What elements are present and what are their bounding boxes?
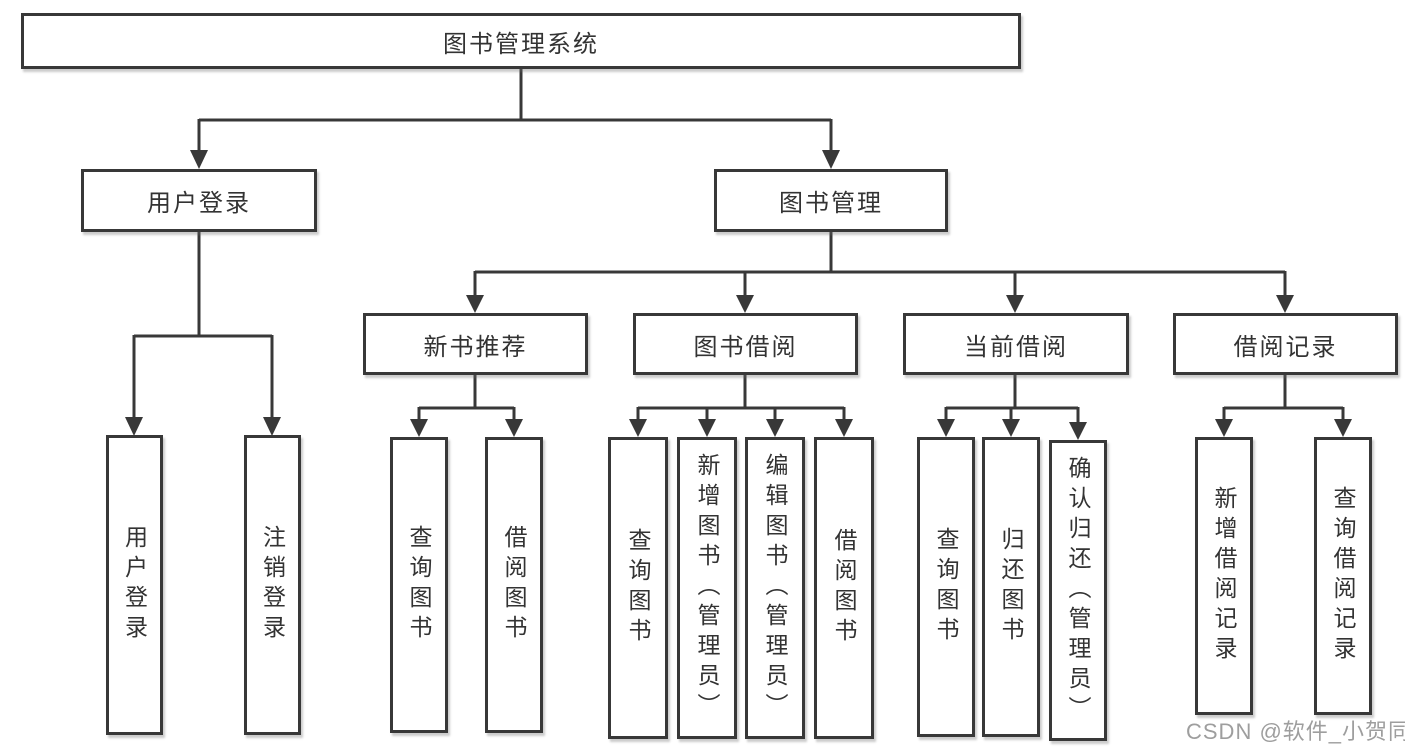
connector-line	[132, 232, 274, 418]
leaf-query-books-recommend: 查询图书	[390, 437, 448, 733]
node-borrow-records: 借阅记录	[1173, 313, 1398, 375]
leaf-query-books-borrow: 查询图书	[608, 437, 668, 739]
node-book-management: 图书管理	[714, 169, 948, 232]
arrow-down-icon	[1006, 295, 1024, 313]
leaf-borrow-books-recommend: 借阅图书	[485, 437, 543, 733]
leaf-add-book-admin: 新增图书（管理员）	[677, 437, 737, 739]
leaf-add-borrow-record: 新增借阅记录	[1195, 437, 1253, 715]
connector-new-book-section	[410, 375, 523, 437]
connector-line	[1222, 375, 1345, 420]
arrow-down-icon	[1215, 419, 1233, 437]
arrow-down-icon	[736, 295, 754, 313]
connector-borrow-records-section	[1215, 375, 1352, 437]
connector-book-borrow-section	[629, 375, 853, 437]
arrow-down-icon	[410, 419, 428, 437]
arrow-down-icon	[822, 150, 840, 169]
arrow-down-icon	[505, 419, 523, 437]
connector-book-management-branch	[466, 232, 1294, 313]
leaf-user-login: 用户登录	[106, 435, 163, 735]
node-library-system: 图书管理系统	[21, 13, 1021, 69]
connector-user-login-branch	[125, 232, 281, 436]
leaf-query-books-current: 查询图书	[917, 437, 975, 737]
arrow-down-icon	[835, 419, 853, 437]
csdn-watermark: CSDN @软件_小贺同学	[1186, 719, 1405, 744]
arrow-down-icon	[190, 150, 208, 169]
connector-current-borrow-section	[937, 375, 1087, 440]
connector-line	[197, 69, 833, 151]
connector-line	[944, 375, 1080, 423]
node-new-book-recommend: 新书推荐	[363, 313, 588, 375]
arrow-down-icon	[629, 419, 647, 437]
node-current-borrow: 当前借阅	[903, 313, 1129, 375]
leaf-confirm-return-admin: 确认归还（管理员）	[1049, 440, 1107, 741]
connector-root-to-level2	[190, 69, 840, 169]
node-user-login: 用户登录	[81, 169, 317, 232]
arrow-down-icon	[263, 417, 281, 436]
arrow-down-icon	[1069, 422, 1087, 440]
arrow-down-icon	[698, 419, 716, 437]
arrow-down-icon	[766, 419, 784, 437]
leaf-return-books: 归还图书	[982, 437, 1040, 737]
arrow-down-icon	[1002, 419, 1020, 437]
arrow-down-icon	[1334, 419, 1352, 437]
arrow-down-icon	[1276, 295, 1294, 313]
connector-line	[473, 232, 1287, 296]
connector-line	[417, 375, 516, 420]
leaf-logout: 注销登录	[244, 435, 301, 735]
leaf-borrow-books: 借阅图书	[814, 437, 874, 739]
arrow-down-icon	[937, 419, 955, 437]
connector-line	[636, 375, 846, 420]
arrow-down-icon	[125, 417, 143, 436]
node-book-borrow: 图书借阅	[633, 313, 858, 375]
leaf-query-borrow-record: 查询借阅记录	[1314, 437, 1372, 715]
leaf-edit-book-admin: 编辑图书（管理员）	[745, 437, 805, 739]
arrow-down-icon	[466, 295, 484, 313]
